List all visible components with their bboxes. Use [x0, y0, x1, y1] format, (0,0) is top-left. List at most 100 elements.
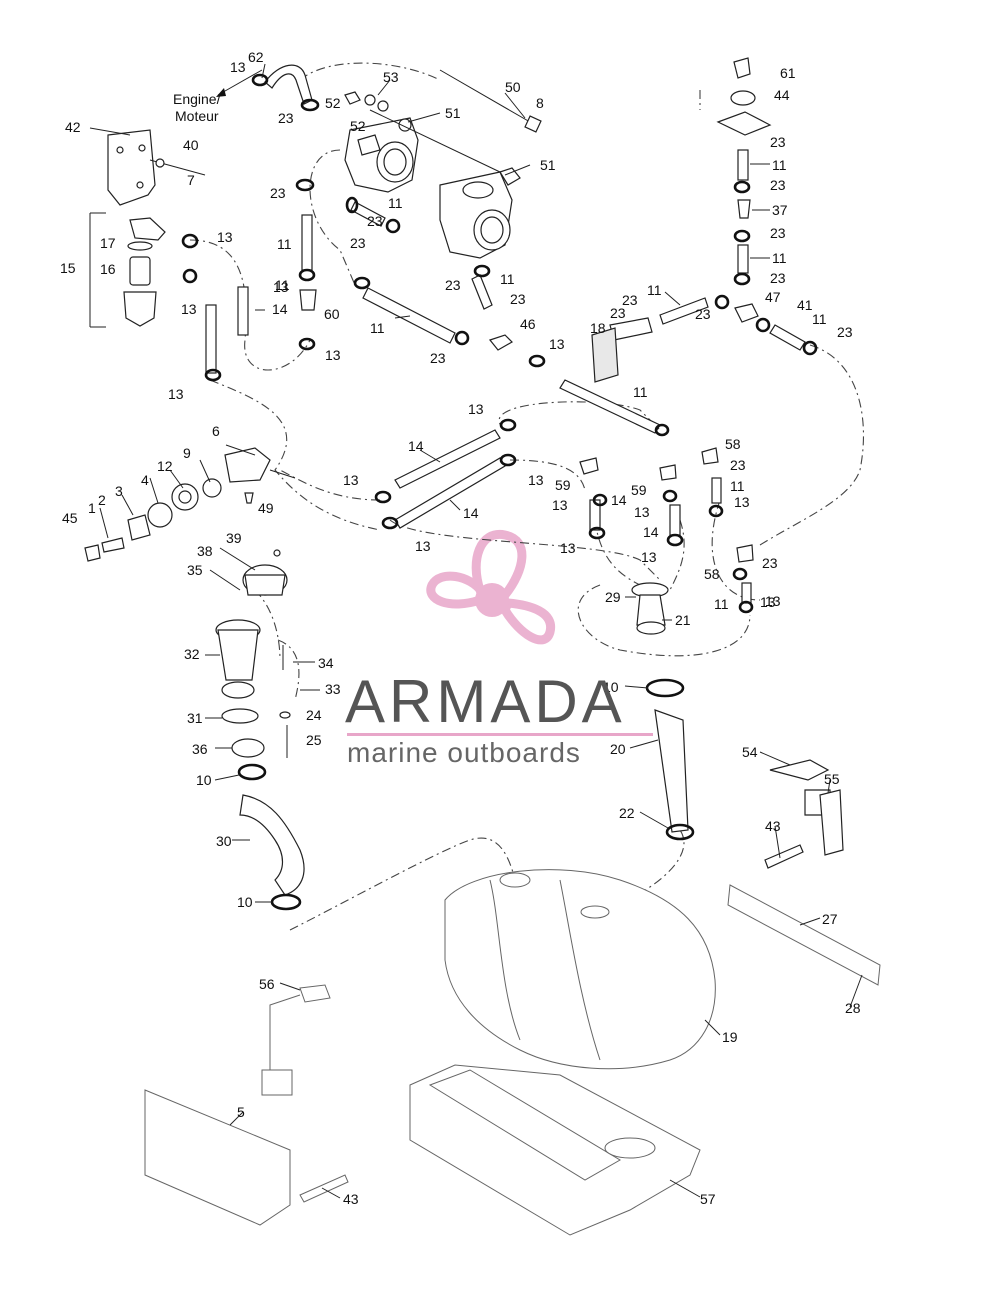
watermark-rule: [347, 733, 653, 736]
callout: 11: [647, 282, 662, 298]
callout: 23: [762, 555, 778, 571]
callout: 23: [730, 457, 746, 473]
hose-14-b: [394, 457, 506, 529]
callout: 23: [695, 306, 711, 322]
callout: 11: [275, 277, 290, 293]
callout: 13: [641, 549, 657, 565]
callout: 23: [770, 225, 786, 241]
callout: 2: [98, 492, 106, 508]
callout: 53: [383, 69, 399, 85]
watermark-subtitle: marine outboards: [347, 737, 581, 768]
callout: 12: [157, 458, 173, 474]
callout: 3: [115, 483, 123, 499]
filler-hose-30: [239, 794, 305, 896]
callout: 23: [445, 277, 461, 293]
callout: 10: [196, 772, 212, 788]
callout: 36: [192, 741, 208, 757]
callout: 42: [65, 119, 81, 135]
callout: 20: [610, 741, 626, 757]
callout: 23: [350, 235, 366, 251]
callout: 13: [634, 504, 650, 520]
callout: 11: [772, 157, 787, 173]
callout: 13: [468, 401, 484, 417]
propeller-hub: [475, 583, 509, 617]
callout: 14: [408, 438, 424, 454]
rail-27: [727, 884, 881, 986]
callout: 56: [259, 976, 275, 992]
hose-11-a: [362, 287, 456, 344]
callout: 44: [774, 87, 790, 103]
callout: 50: [505, 79, 521, 95]
callout: 23: [510, 291, 526, 307]
callout: 61: [780, 65, 796, 81]
callout: 41: [797, 297, 813, 313]
callout: 13: [217, 229, 233, 245]
carburetor-lower: [439, 167, 521, 259]
callout: 11: [812, 311, 827, 327]
callout: 55: [824, 771, 840, 787]
callout: 13: [734, 494, 750, 510]
callout: 45: [62, 510, 78, 526]
propeller-blade-top: [471, 530, 527, 600]
callout: 37: [772, 202, 788, 218]
callout: 14: [272, 301, 288, 317]
callout: 52: [325, 95, 341, 111]
callout: 34: [318, 655, 334, 671]
callout: 23: [770, 177, 786, 193]
callout: 13: [415, 538, 431, 554]
callout: 23: [770, 134, 786, 150]
plate-41: [591, 327, 619, 383]
callout: 13: [528, 472, 544, 488]
callout: 46: [520, 316, 536, 332]
callout: 13: [181, 301, 197, 317]
callout: 23: [367, 213, 383, 229]
hose-clamps: [181, 73, 818, 911]
callout: 19: [722, 1029, 738, 1045]
filler-neck-group: [215, 549, 300, 758]
callout: 43: [765, 818, 781, 834]
vent-hose-20: [654, 709, 689, 833]
routing-lines: [189, 62, 865, 931]
callout: 13: [343, 472, 359, 488]
engine-caption-line1: Engine/: [173, 91, 221, 107]
fuel-valve-15: [89, 212, 166, 328]
callout: 14: [643, 524, 659, 540]
carburetor-upper: [344, 117, 419, 193]
callout: 13: [325, 347, 341, 363]
engine-arrow: [217, 69, 263, 96]
callout: 59: [631, 482, 647, 498]
callout: 13: [765, 593, 781, 609]
callout: 15: [60, 260, 76, 276]
callout: 13: [552, 497, 568, 513]
callout: 38: [197, 543, 213, 559]
callout: 18: [590, 320, 606, 336]
callout: 23: [430, 350, 446, 366]
armada-propeller-logo: [426, 530, 556, 645]
callout: 14: [611, 492, 627, 508]
callout: 23: [270, 185, 286, 201]
callout: 17: [100, 235, 116, 251]
callout: 59: [555, 477, 571, 493]
callout: 51: [540, 157, 556, 173]
callout: 5: [237, 1104, 245, 1120]
callout: 29: [605, 589, 621, 605]
callout: 14: [463, 505, 479, 521]
mounting-bracket-42: [107, 129, 206, 206]
callout: 25: [306, 732, 322, 748]
callout: 13: [273, 279, 289, 295]
callout: 58: [704, 566, 720, 582]
callout: 51: [445, 105, 461, 121]
arrow-head-icon: [216, 88, 226, 97]
fuel-pump-21: [631, 582, 669, 635]
callout: 22: [619, 805, 635, 821]
callout: 16: [100, 261, 116, 277]
callout: 35: [187, 562, 203, 578]
callout: 27: [822, 911, 838, 927]
callout: 28: [845, 1000, 861, 1016]
callout: 11: [730, 478, 745, 494]
callout: 23: [610, 305, 626, 321]
callout: 13: [549, 336, 565, 352]
callout: 54: [742, 744, 758, 760]
callout: 57: [700, 1191, 716, 1207]
